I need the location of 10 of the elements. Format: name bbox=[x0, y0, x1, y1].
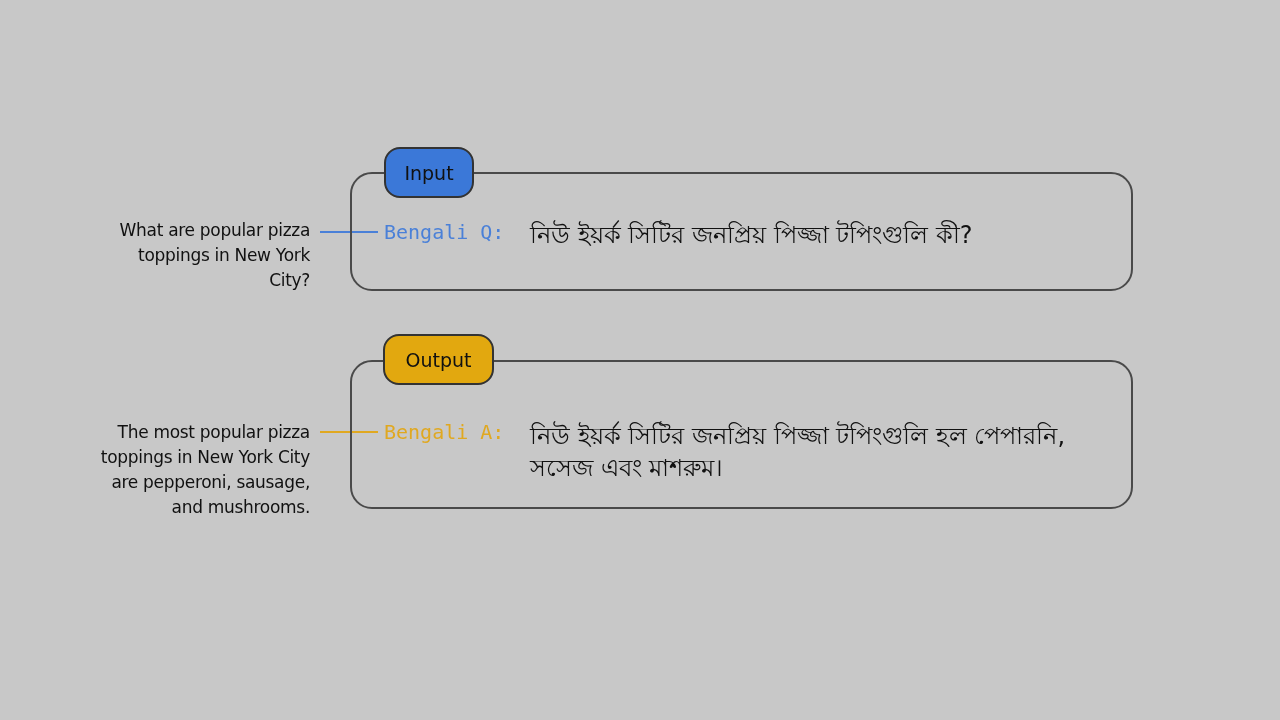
connector-line bbox=[319, 431, 379, 433]
english-answer: The most popular pizza toppings in New York City are pepperoni, sausage, and mushrooms. bbox=[100, 420, 310, 520]
english-question: What are popular pizza toppings in New York City? bbox=[100, 218, 310, 293]
language-tag: Bengali A: bbox=[384, 420, 505, 444]
bengali-text: নিউ ইয়র্ক সিটির জনপ্রিয় পিজ্জা টপিংগুলি কী? bbox=[530, 219, 974, 251]
bengali-text: নিউ ইয়র্ক সিটির জনপ্রিয় পিজ্জা টপিংগুলি হল পেপারনি, সসেজ এবং মাশরুম। bbox=[530, 420, 1067, 484]
input-tab: Input bbox=[384, 147, 474, 198]
language-tag: Bengali Q: bbox=[384, 220, 505, 244]
output-tab: Output bbox=[383, 334, 494, 385]
connector-line bbox=[319, 231, 379, 233]
